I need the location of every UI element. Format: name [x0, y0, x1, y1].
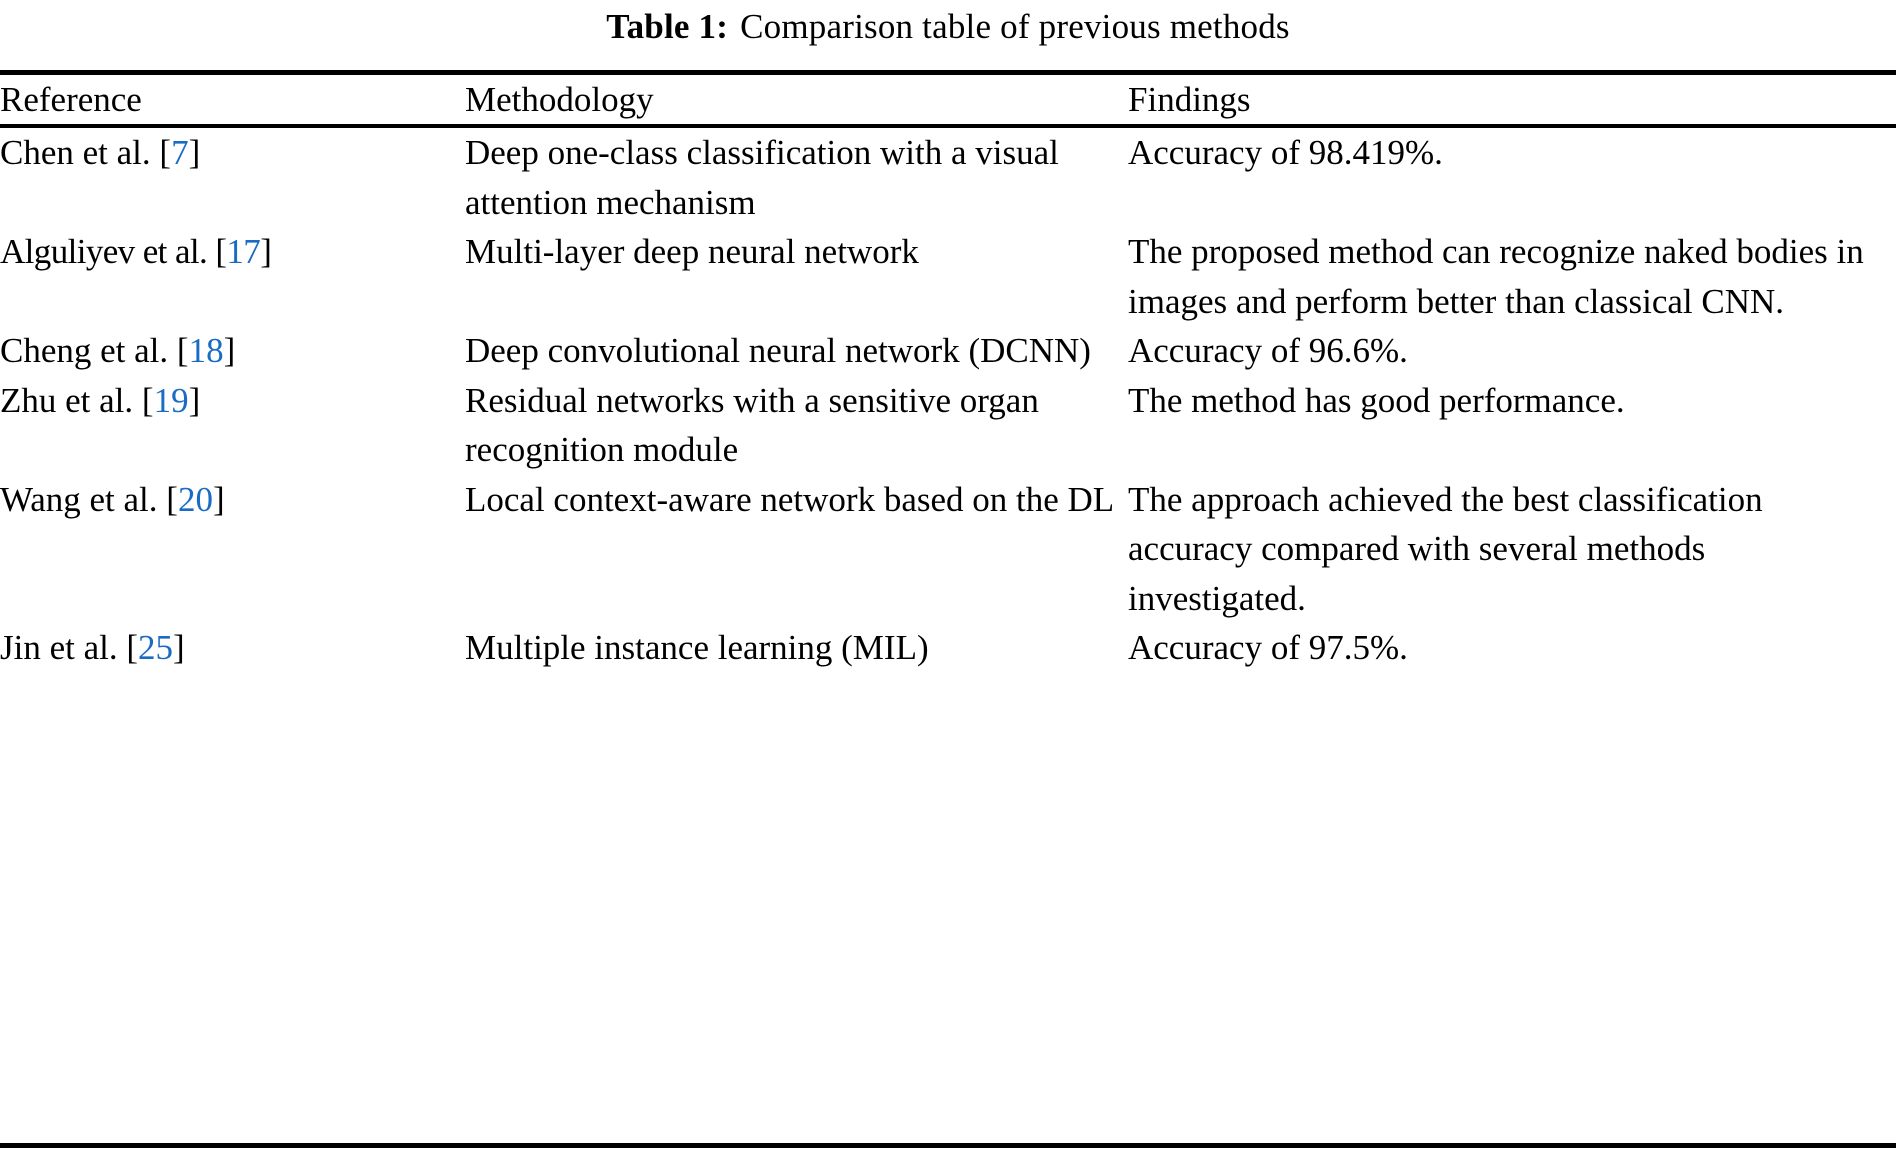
reference-author: Jin et al.: [0, 628, 118, 667]
cell-findings: The method has good performance.: [1128, 380, 1625, 420]
bracket-close-icon: ]: [173, 628, 185, 667]
cell-reference: Cheng et al. [18]: [0, 326, 465, 376]
bracket-close-icon: ]: [188, 380, 201, 420]
citation-link[interactable]: 25: [138, 628, 174, 667]
cell-methodology: Residual networks with a sensitive organ…: [465, 380, 1039, 470]
column-header-methodology: Methodology: [465, 80, 654, 119]
table-row: Zhu et al. [19] Residual networks with a…: [0, 376, 1896, 475]
citation-link[interactable]: 18: [188, 331, 224, 370]
cell-findings: Accuracy of 98.419%.: [1128, 133, 1443, 172]
cell-methodology: Deep one-class classification with a vis…: [465, 133, 1059, 222]
table-row: Cheng et al. [18] Deep convolutional neu…: [0, 326, 1896, 376]
comparison-table-body: Chen et al. [7] Deep one-class classific…: [0, 128, 1896, 673]
table-header-row: Reference Methodology Findings: [0, 75, 1896, 124]
table-row: Jin et al. [25] Multiple instance learni…: [0, 623, 1896, 673]
cell-findings: Accuracy of 96.6%.: [1128, 331, 1408, 370]
bracket-open-icon: [: [215, 232, 227, 271]
table-caption-label: Table 1:: [606, 7, 729, 46]
reference-author: Zhu et al.: [0, 380, 134, 420]
table-caption: Table 1: Comparison table of previous met…: [0, 0, 1896, 50]
citation-link[interactable]: 20: [177, 479, 213, 519]
table-top-rule: [0, 70, 1896, 75]
cell-reference: Zhu et al. [19]: [0, 376, 465, 475]
table-row: Wang et al. [20] Local context-aware net…: [0, 475, 1896, 624]
cell-methodology: Deep convolutional neural network (DCNN): [465, 331, 1091, 370]
table-bottom-rule: [0, 1143, 1896, 1148]
bracket-close-icon: ]: [223, 331, 236, 370]
bracket-close-icon: ]: [188, 133, 201, 172]
cell-reference: Wang et al. [20]: [0, 475, 465, 624]
reference-author: Alguliyev et al.: [0, 232, 208, 271]
column-header-findings: Findings: [1128, 80, 1251, 119]
cell-methodology: Local context-aware network based on the…: [465, 479, 1115, 519]
column-header-reference: Reference: [0, 80, 142, 119]
reference-author: Wang et al.: [0, 479, 158, 519]
cell-reference: Chen et al. [7]: [0, 128, 465, 227]
reference-author: Cheng et al.: [0, 331, 169, 370]
cell-findings: Accuracy of 97.5%.: [1128, 628, 1408, 667]
citation-link[interactable]: 17: [226, 232, 261, 271]
table-caption-text: Comparison table of previous methods: [740, 7, 1290, 46]
cell-findings: The approach achieved the best classific…: [1128, 479, 1763, 618]
bracket-open-icon: [: [141, 380, 154, 420]
table-row: Chen et al. [7] Deep one-class classific…: [0, 128, 1896, 227]
cell-findings: The proposed method can recognize naked …: [1128, 232, 1864, 321]
reference-author: Chen et al.: [0, 133, 151, 172]
table-header-rule: [0, 124, 1896, 128]
bracket-open-icon: [: [166, 479, 178, 519]
table-head: Reference Methodology Findings: [0, 75, 1896, 124]
cell-reference: Jin et al. [25]: [0, 623, 465, 673]
bracket-open-icon: [: [126, 628, 139, 667]
table-body: Chen et al. [7] Deep one-class classific…: [0, 128, 1896, 673]
comparison-table: Reference Methodology Findings: [0, 75, 1896, 124]
citation-link[interactable]: 19: [153, 380, 189, 420]
cell-reference: Alguliyev et al. [17]: [0, 227, 465, 326]
bracket-close-icon: ]: [212, 479, 225, 519]
cell-methodology: Multi-layer deep neural network: [465, 232, 919, 271]
bracket-open-icon: [: [159, 133, 172, 172]
cell-methodology: Multiple instance learning (MIL): [465, 628, 929, 667]
bracket-close-icon: ]: [260, 232, 272, 271]
table-row: Alguliyev et al. [17] Multi-layer deep n…: [0, 227, 1896, 326]
bracket-open-icon: [: [176, 331, 189, 370]
citation-link[interactable]: 7: [171, 133, 189, 172]
